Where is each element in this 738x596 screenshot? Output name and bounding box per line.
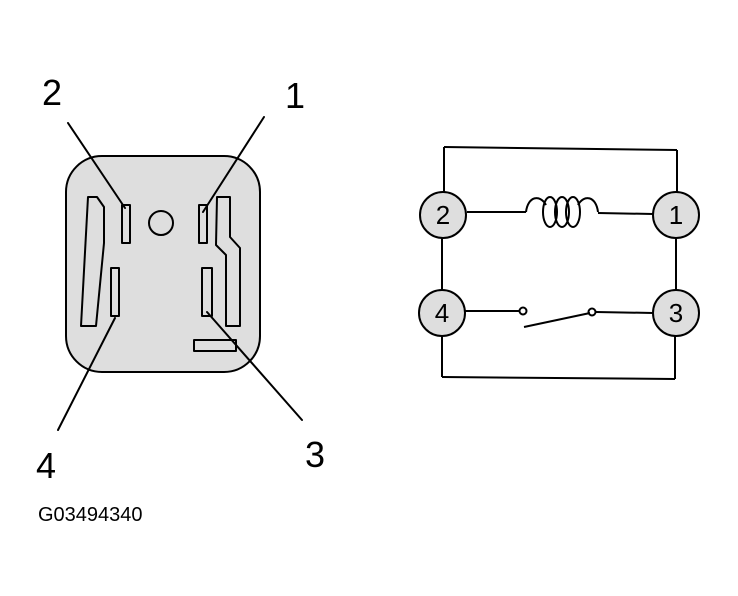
- leader-line-1: [202, 116, 265, 213]
- left-rib: [80, 196, 105, 327]
- bottom-tab: [193, 339, 237, 352]
- terminal-blade-1: [198, 204, 208, 244]
- relay-schematic: 2 1 4 3: [418, 146, 700, 380]
- leader-line-3: [206, 311, 303, 421]
- leader-line-2: [67, 122, 126, 209]
- schematic-terminal-4: 4: [418, 289, 466, 337]
- terminal-blade-3: [201, 267, 213, 317]
- pin-callout-3: 3: [305, 434, 325, 475]
- right-rib: [215, 196, 241, 327]
- schematic-terminal-1: 1: [652, 191, 700, 239]
- terminal-blade-4: [110, 267, 120, 317]
- schematic-terminal-2: 2: [419, 191, 467, 239]
- wire-bottom: [441, 376, 676, 380]
- schematic-terminal-3: 3: [652, 289, 700, 337]
- switch-icon: [465, 306, 654, 328]
- figure-code: G03494340: [38, 504, 143, 526]
- relay-connector-face: 2 1 4 3: [36, 72, 325, 486]
- pin-callout-4: 4: [36, 445, 56, 486]
- schematic-terminal-2-label: 2: [436, 200, 450, 230]
- schematic-terminal-3-label: 3: [669, 298, 683, 328]
- coil-icon: [467, 196, 654, 228]
- terminal-blade-2: [121, 204, 131, 244]
- pin-callout-1: 1: [285, 75, 305, 116]
- leader-line-4: [57, 317, 116, 431]
- wire-top: [443, 146, 678, 151]
- pin-callout-2: 2: [42, 72, 62, 113]
- schematic-terminal-1-label: 1: [669, 200, 683, 230]
- center-hole: [148, 210, 174, 236]
- schematic-terminal-4-label: 4: [435, 298, 449, 328]
